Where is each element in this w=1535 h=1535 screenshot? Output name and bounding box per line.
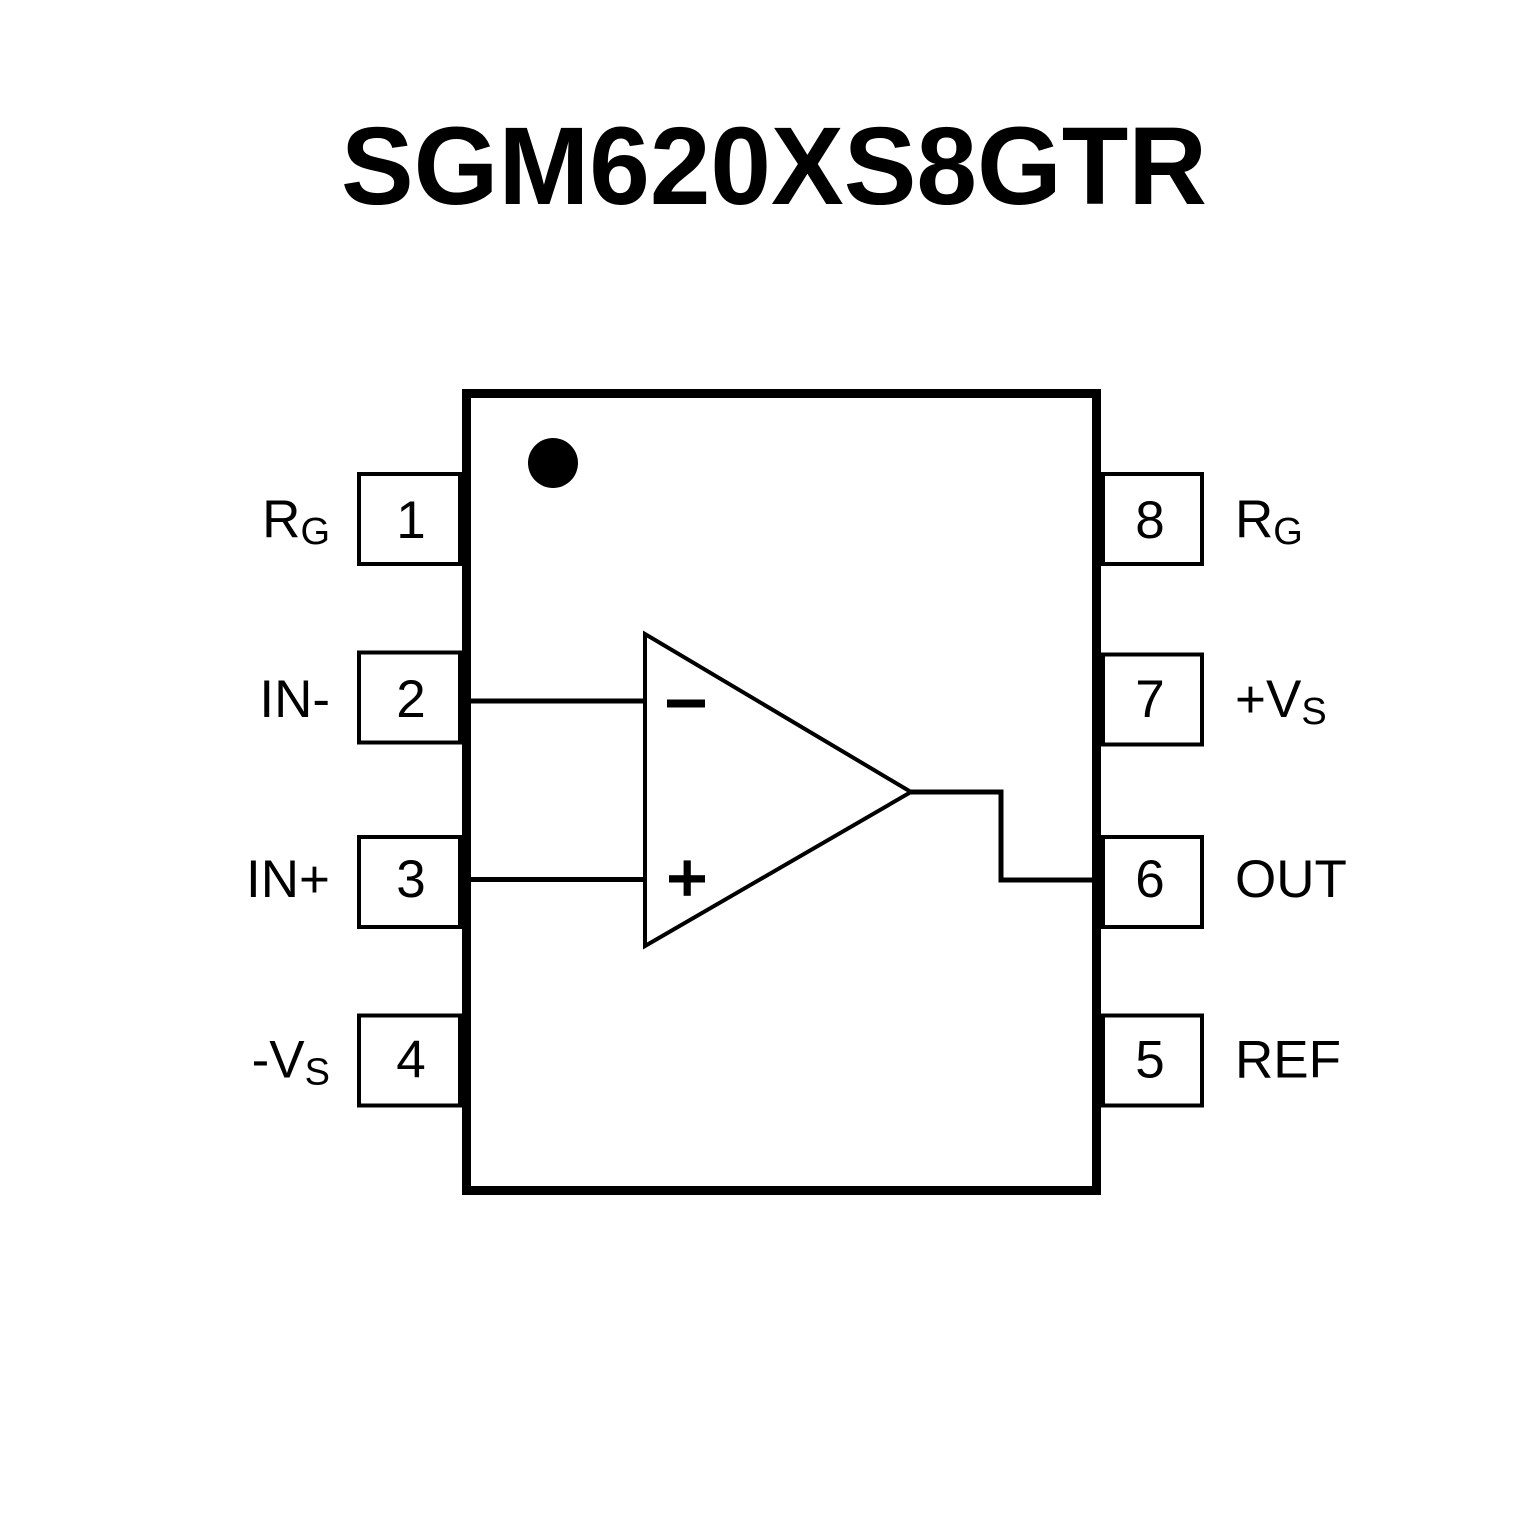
svg-text:-VS: -VS <box>252 1031 330 1094</box>
svg-text:7: 7 <box>1135 670 1164 729</box>
svg-text:+VS: +VS <box>1235 670 1327 733</box>
svg-text:RG: RG <box>262 490 330 553</box>
svg-text:REF: REF <box>1235 1031 1341 1090</box>
svg-text:IN+: IN+ <box>246 850 330 909</box>
svg-text:RG: RG <box>1235 490 1303 553</box>
svg-text:4: 4 <box>396 1031 425 1090</box>
svg-text:6: 6 <box>1135 850 1164 909</box>
svg-text:OUT: OUT <box>1235 850 1347 909</box>
svg-text:3: 3 <box>396 850 425 909</box>
svg-text:IN-: IN- <box>259 670 330 729</box>
svg-text:SGM620XS8GTR: SGM620XS8GTR <box>341 105 1207 228</box>
svg-text:1: 1 <box>396 491 425 550</box>
svg-text:8: 8 <box>1135 491 1164 550</box>
svg-text:2: 2 <box>396 670 425 729</box>
svg-text:5: 5 <box>1135 1031 1164 1090</box>
